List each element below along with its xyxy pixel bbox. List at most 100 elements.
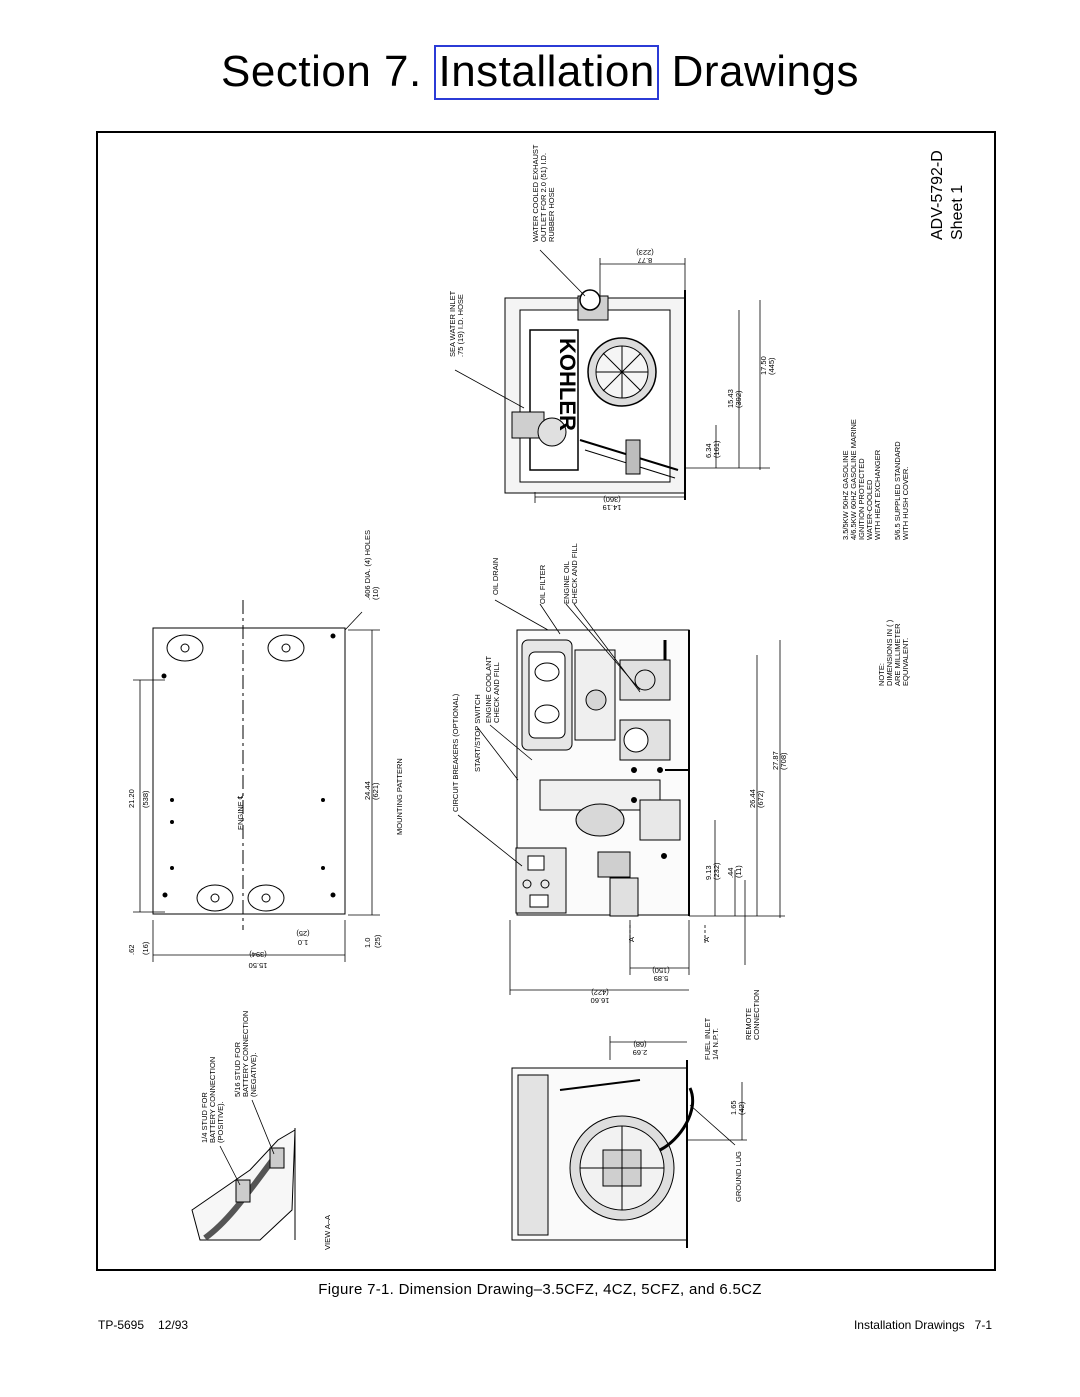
fuel-inlet-label: FUEL INLET	[703, 1017, 712, 1060]
dim-360: (360)	[603, 495, 621, 504]
dim-2787: 27.87	[771, 751, 780, 770]
dim-913: 9.13	[704, 865, 713, 880]
dim-25b: (25)	[373, 934, 382, 948]
page-title: Section 7. Installation Drawings	[0, 45, 1080, 100]
dim-2444: 24.44	[363, 781, 372, 800]
dim-223: (223)	[636, 248, 654, 257]
doc-number: ADV-5792-D	[929, 150, 946, 240]
top-view	[504, 289, 686, 500]
remote-connection-label: REMOTE	[744, 1008, 753, 1040]
dim-2120: 21.20	[127, 789, 136, 808]
dim-68: (68)	[633, 1040, 647, 1049]
dim-10a: 1.0	[298, 938, 308, 947]
svg-text:EQUIVALENT.: EQUIVALENT.	[901, 638, 910, 686]
mounting-pattern-label: MOUNTING PATTERN	[395, 758, 404, 835]
svg-text:WATER COOLED EXHAUST: WATER COOLED EXHAUST	[531, 144, 540, 242]
dim-161: (161)	[712, 440, 721, 458]
dim-42: (42)	[737, 1101, 746, 1115]
kohler-logo: KOHLER	[555, 338, 580, 431]
ground-lug-label: GROUND LUG	[734, 1151, 743, 1202]
dim-150: (150)	[652, 966, 670, 975]
svg-text:WATER-COOLED: WATER-COOLED	[865, 479, 874, 540]
footer-doc: TP-5695	[98, 1318, 145, 1332]
svg-text:IGNITION PROTECTED: IGNITION PROTECTED	[857, 458, 866, 540]
svg-text:.75 (19) I.D. HOSE: .75 (19) I.D. HOSE	[456, 294, 465, 357]
dim-634: 6.34	[704, 443, 713, 458]
dim-445: (445)	[767, 357, 776, 375]
dim-422: (422)	[591, 988, 609, 997]
footer-left: TP-5695 12/93	[98, 1318, 188, 1332]
oil-drain-label: OIL DRAIN	[491, 558, 500, 595]
stud-positive-label: 1/4 STUD FOR	[200, 1092, 209, 1143]
dim-589: 5.89	[654, 974, 669, 983]
dim-25a: (25)	[296, 929, 310, 938]
svg-text:BATTERY CONNECTION: BATTERY CONNECTION	[241, 1011, 250, 1097]
footer-date: 12/93	[158, 1318, 189, 1332]
top-dimensions	[534, 258, 770, 503]
dim-672: (672)	[756, 790, 765, 808]
mounting-pattern	[152, 600, 346, 930]
svg-text:(POSITIVE).: (POSITIVE).	[216, 1101, 225, 1143]
sheet-label: Sheet 1	[949, 185, 966, 240]
drawing-frame	[96, 131, 996, 1271]
dim-1550: 15.50	[249, 961, 268, 970]
dim-394: (394)	[249, 950, 267, 959]
svg-text:NOTE:: NOTE:	[877, 663, 886, 686]
svg-text:CHECK AND FILL: CHECK AND FILL	[570, 543, 579, 604]
svg-text:3.5/5KW 50HZ GASOLINE: 3.5/5KW 50HZ GASOLINE	[841, 450, 850, 540]
footer-section: Installation Drawings	[853, 1318, 965, 1332]
oil-filter-label: OIL FILTER	[538, 564, 547, 604]
dim-1750: 17.50	[759, 356, 768, 375]
model-description: 3.5/5KW 50HZ GASOLINE 4/6.5KW 60HZ GASOL…	[841, 419, 910, 540]
mounting-dimensions	[133, 611, 380, 962]
engine-centerline: ENGINE ℄	[236, 793, 245, 830]
dimension-note: NOTE: DIMENSIONS IN ( ) ARE MILLIMETER E…	[877, 619, 910, 686]
svg-text:4/6.5KW 60HZ GASOLINE MARINE: 4/6.5KW 60HZ GASOLINE MARINE	[849, 419, 858, 540]
figure-caption: Figure 7-1. Dimension Drawing–3.5CFZ, 4C…	[318, 1281, 762, 1298]
holes-label: .406 DIA. (4) HOLES	[363, 530, 372, 600]
seawater-label: SEA WATER INLET .75 (19) I.D. HOSE	[448, 290, 465, 357]
svg-text:DIMENSIONS IN ( ): DIMENSIONS IN ( )	[885, 619, 894, 686]
dim-62: .62	[127, 945, 136, 955]
svg-text:WITH HEAT EXCHANGER: WITH HEAT EXCHANGER	[873, 449, 882, 540]
section-arrow-a1: A	[627, 937, 636, 942]
svg-text:SEA WATER INLET: SEA WATER INLET	[448, 290, 457, 357]
footer-right: Installation Drawings 7-1	[854, 1318, 992, 1332]
dim-1660: 16.60	[591, 996, 610, 1005]
title-suffix: Drawings	[671, 47, 859, 96]
view-aa-label: VIEW A–A	[323, 1215, 332, 1250]
dim-392: (392)	[734, 390, 743, 408]
exhaust-label: WATER COOLED EXHAUST OUTLET FOR 2.0 (51)…	[531, 144, 556, 242]
end-view	[511, 1060, 695, 1248]
svg-text:(10): (10)	[371, 586, 380, 600]
dim-538: (538)	[141, 790, 150, 808]
view-aa	[191, 1128, 296, 1241]
dim-708: (708)	[779, 752, 788, 770]
dim-877: 8.77	[638, 256, 653, 265]
dim-165: 1.65	[729, 1100, 738, 1115]
side-dimensions	[509, 640, 785, 995]
svg-text:CONNECTION: CONNECTION	[752, 990, 761, 1040]
svg-text:OUTLET FOR 2.0 (51) I.D.: OUTLET FOR 2.0 (51) I.D.	[539, 153, 548, 242]
dim-1419: 14.19	[603, 503, 622, 512]
svg-text:5/6.5 SUPPLIED STANDARD: 5/6.5 SUPPLIED STANDARD	[893, 441, 902, 540]
dim-44: .44	[726, 868, 735, 878]
engine-oil-label: ENGINE OIL	[562, 561, 571, 604]
dim-10b: 1.0	[363, 938, 372, 948]
dim-269: 2.69	[633, 1048, 648, 1057]
title-prefix: Section 7.	[221, 47, 422, 96]
title-highlight: Installation	[434, 45, 659, 100]
dim-11: (11)	[734, 865, 743, 878]
svg-text:1/4 N.P.T.: 1/4 N.P.T.	[711, 1028, 720, 1060]
start-stop-label: START/STOP SWITCH	[473, 694, 482, 772]
svg-text:ARE MILLIMETER: ARE MILLIMETER	[893, 623, 902, 686]
end-dimensions	[609, 1036, 747, 1146]
footer-page: 7-1	[974, 1318, 992, 1332]
svg-text:BATTERY CONNECTION: BATTERY CONNECTION	[208, 1057, 217, 1143]
dim-1543: 15.43	[726, 389, 735, 408]
dim-2644: 26.44	[748, 789, 757, 808]
dim-621: (621)	[371, 782, 380, 800]
svg-text:RUBBER HOSE: RUBBER HOSE	[547, 187, 556, 242]
svg-text:(NEGATIVE).: (NEGATIVE).	[249, 1053, 258, 1097]
